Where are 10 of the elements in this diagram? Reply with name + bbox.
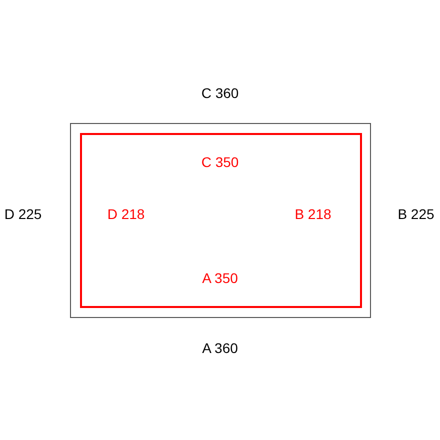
dimension-label: D 218	[107, 206, 145, 222]
rectangle-outline	[80, 133, 362, 308]
dimension-label: D 225	[4, 206, 42, 222]
dimension-label: B 218	[294, 206, 332, 222]
dimension-label: B 225	[398, 206, 434, 222]
rectangle-outline	[70, 123, 371, 318]
dimension-label: C 360	[201, 85, 239, 101]
dimension-label: C 350	[201, 154, 239, 170]
dimension-label: A 360	[202, 340, 238, 356]
dimension-label: A 350	[202, 270, 238, 286]
